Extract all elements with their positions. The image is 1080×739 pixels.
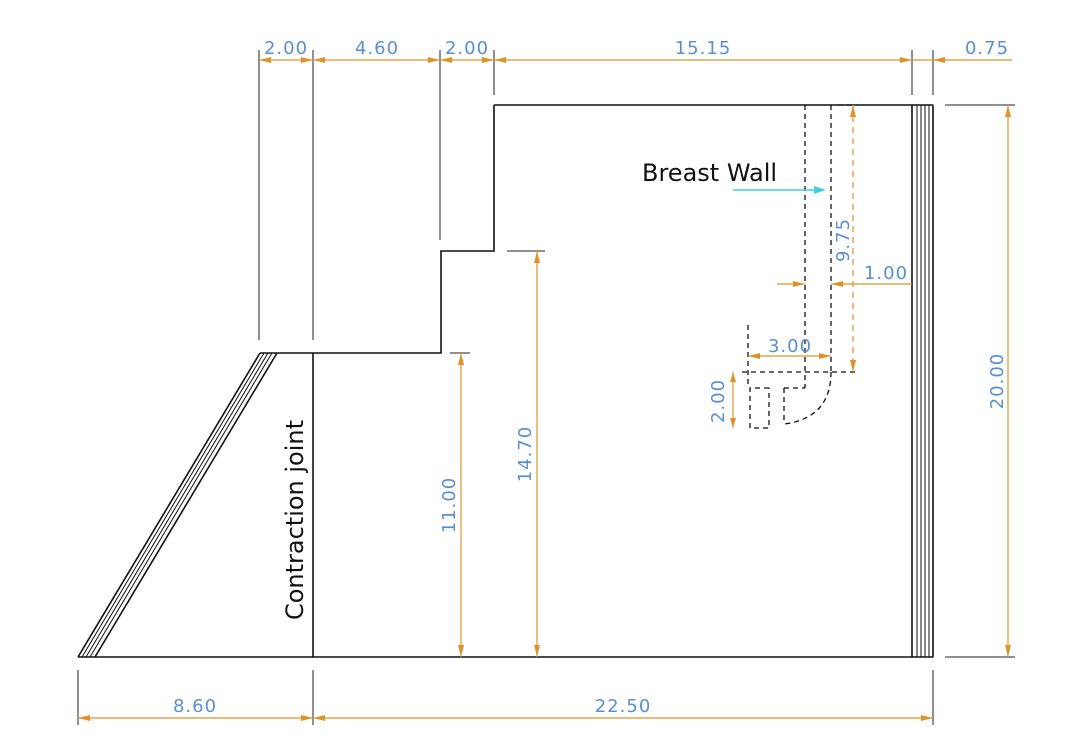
structure-outline <box>77 104 934 658</box>
step-height-dimension <box>458 353 464 657</box>
breast-wall-leader-arrow <box>733 186 826 194</box>
breast-wall-dimensions <box>730 105 912 428</box>
dim-right-height: 20.00 <box>987 353 1008 410</box>
dim-top-2: 4.60 <box>355 38 399 59</box>
dim-bottom-left: 8.60 <box>173 696 217 717</box>
right-height-dimension <box>1005 105 1011 657</box>
dim-top-1: 2.00 <box>264 38 308 59</box>
dim-opening-width: 3.00 <box>768 336 812 357</box>
dim-opening-height: 2.00 <box>708 379 729 423</box>
breast-wall <box>742 104 858 429</box>
dim-top-3: 2.00 <box>445 38 489 59</box>
dim-step-height: 11.00 <box>439 477 460 534</box>
contraction-joint-label: Contraction joint <box>281 420 309 620</box>
dim-inner-height: 14.70 <box>515 426 536 483</box>
dim-top-5: 0.75 <box>965 38 1009 59</box>
dim-breast-wall-thickness: 1.00 <box>864 263 908 284</box>
top-dimension-chain <box>259 57 1012 63</box>
dim-breast-wall-height: 9.75 <box>833 218 854 262</box>
bottom-dimension-chain <box>78 715 933 721</box>
inner-height-dimension <box>534 251 540 657</box>
breast-wall-label: Breast Wall <box>642 159 777 187</box>
dim-top-4: 15.15 <box>675 38 732 59</box>
dim-bottom-right: 22.50 <box>595 696 652 717</box>
extension-lines <box>77 50 1015 725</box>
